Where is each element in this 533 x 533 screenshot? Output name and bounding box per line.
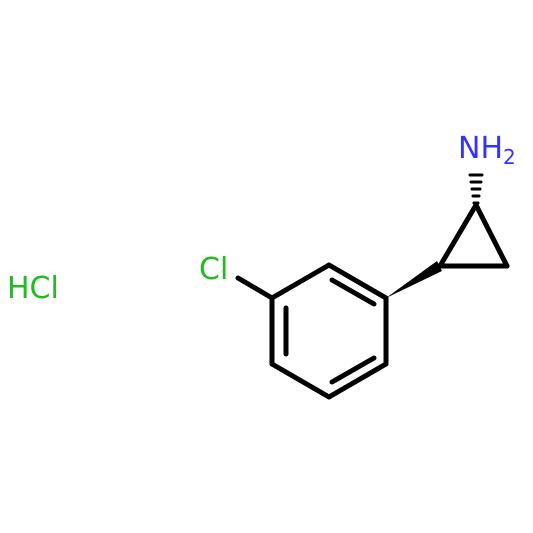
- ring-bond-5: [269, 361, 332, 400]
- amine-label: NH2: [458, 131, 516, 169]
- ring-bond-1: [269, 262, 332, 301]
- cyclopropane-bond-1: [437, 202, 479, 269]
- ring-double-bond-2: [329, 355, 377, 385]
- cl-bond: [235, 275, 275, 301]
- amine-label-main: NH: [458, 131, 503, 166]
- salt-label: HCl: [7, 271, 59, 306]
- amine-label-subscript: 2: [503, 145, 516, 169]
- wedge-bond: [386, 261, 442, 298]
- hashed-bond: [468, 173, 484, 205]
- ring-bond-4: [326, 361, 389, 400]
- cyclopropane-bond-2: [473, 202, 510, 269]
- chloro-label: Cl: [199, 252, 228, 287]
- ring-bond-2: [326, 262, 389, 301]
- ring-double-bond-1: [329, 277, 377, 307]
